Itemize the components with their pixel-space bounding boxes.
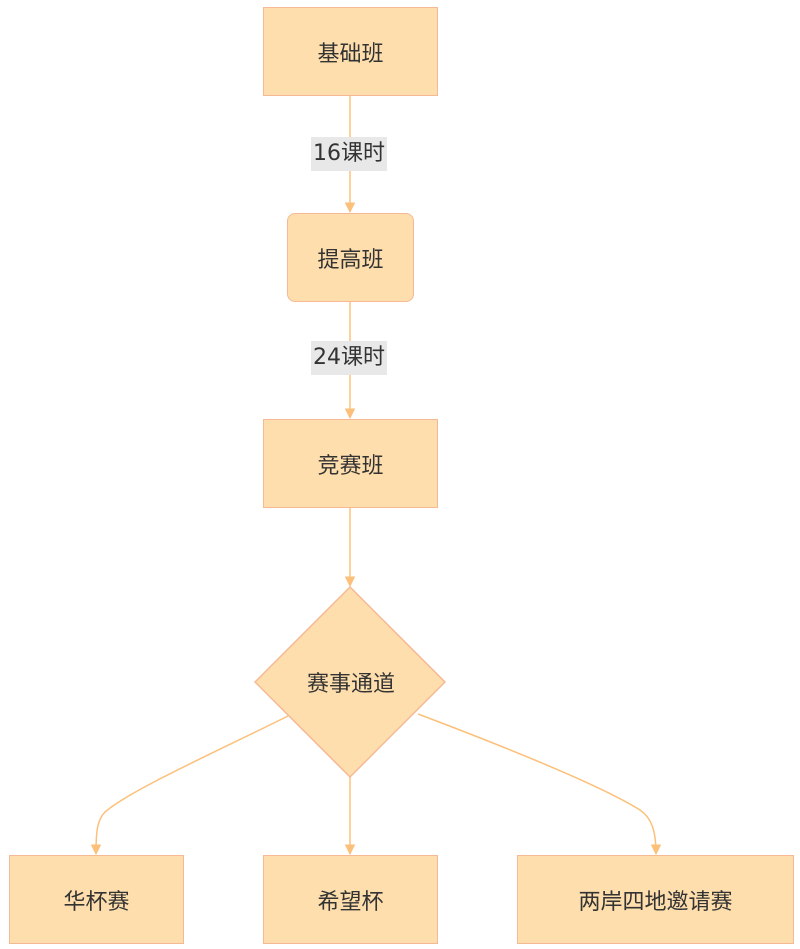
edge-label-16-hours: 16课时 (311, 137, 387, 171)
node-competition: 竞赛班 (263, 419, 438, 508)
node-xiwang: 希望杯 (263, 855, 438, 944)
node-channel-label: 赛事通道 (306, 672, 395, 697)
node-liangan-label: 两岸四地邀请赛 (578, 889, 733, 915)
node-huabei-label: 华杯赛 (63, 889, 130, 915)
node-liangan: 两岸四地邀请赛 (517, 855, 794, 944)
node-basic: 基础班 (263, 7, 438, 96)
edge-label-24-hours: 24课时 (311, 341, 387, 375)
node-advanced: 提高班 (287, 213, 414, 302)
node-advanced-label: 提高班 (317, 247, 384, 273)
edge-channel-to-liangan (417, 713, 662, 856)
node-xiwang-label: 希望杯 (317, 889, 384, 915)
edge-channel-to-huabei (90, 715, 289, 856)
node-huabei: 华杯赛 (9, 855, 184, 944)
node-competition-label: 竞赛班 (317, 453, 384, 479)
node-channel-diamond (253, 585, 447, 779)
node-basic-label: 基础班 (317, 41, 384, 67)
